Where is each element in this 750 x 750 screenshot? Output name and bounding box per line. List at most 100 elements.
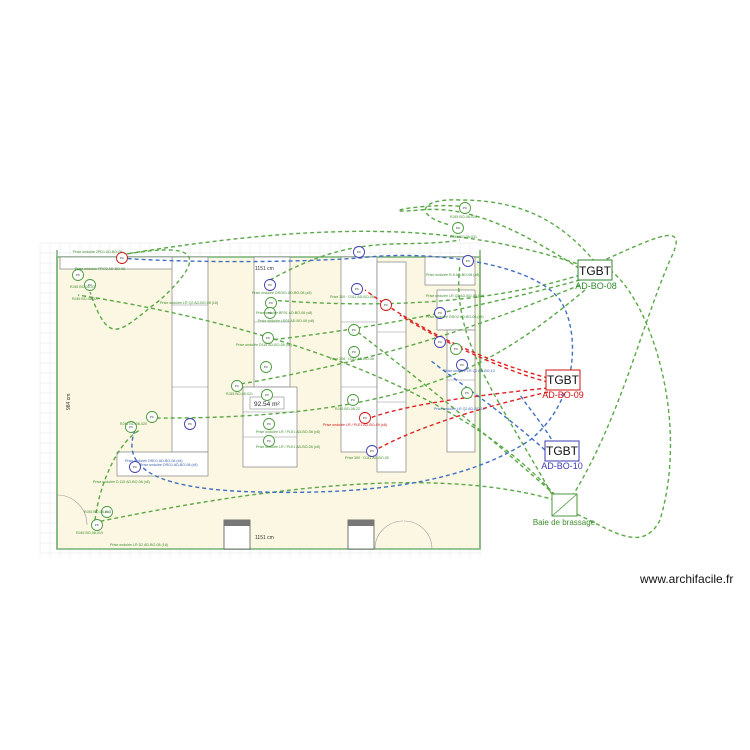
outlet-symbol-icon[interactable]	[347, 394, 359, 406]
outlet-symbol-icon[interactable]	[263, 435, 275, 447]
outlet-label: Prise ondulée DRO01 AD-BO-08 (x8)	[252, 291, 312, 295]
outlet-label: Prise ondulée R-5 AD-BO-08 (x8)	[426, 273, 479, 277]
outlet-symbol-code: PC	[352, 350, 357, 354]
panel-box	[544, 440, 580, 462]
outlet-symbol-icon[interactable]	[359, 412, 371, 424]
outlet-symbol-code: PC	[266, 336, 271, 340]
outlet-symbol-icon[interactable]	[101, 506, 113, 518]
network-rack[interactable]: Baie de brassage	[533, 493, 596, 527]
cabinet-top	[224, 520, 250, 526]
outlet-symbol-code: PC	[466, 259, 471, 263]
outlet-symbol-icon[interactable]	[263, 418, 275, 430]
circuit-wire	[94, 429, 141, 521]
outlet-symbol-icon[interactable]	[348, 346, 360, 358]
circuit-wire	[564, 269, 672, 539]
panel-name: TGBT	[579, 264, 612, 278]
outlet-symbol-code: PC	[95, 523, 100, 527]
circuit-wire	[269, 239, 461, 281]
outlet-symbol-icon[interactable]	[231, 380, 243, 392]
outlet-labels: Prise ondulée 2PD1 AD-BO-08 Prise ondulé…	[70, 215, 495, 547]
outlet-symbol-code: PC	[267, 422, 272, 426]
outlet-symbol-icon[interactable]	[262, 332, 274, 344]
outlet-symbol-code: PC	[384, 303, 389, 307]
outlet-symbol-icon[interactable]	[264, 307, 276, 319]
outlet-symbol-icon[interactable]	[184, 418, 196, 430]
outlet-label: RJ45 BO-08-028	[450, 215, 477, 219]
outlet-symbol-icon[interactable]	[353, 246, 365, 258]
circuit-wire	[519, 394, 556, 446]
outlet-label: Prise 306 · D111 AD-BO-08	[330, 357, 374, 361]
outlet-label: Prise ondulée LR / PLE1 AD-BO-08 (x8)	[256, 430, 320, 434]
panel-code: AD-BO-08	[575, 281, 617, 291]
outlet-symbol-icon[interactable]	[125, 421, 137, 433]
outlet-symbol-icon[interactable]	[91, 519, 103, 531]
outlet-symbol-icon[interactable]	[434, 336, 446, 348]
outlet-label: Prise ondulée LR / PLE1 AD-BO-09 (x8)	[323, 423, 387, 427]
outlet-symbol-code: PC	[465, 391, 470, 395]
outlet-label: RJ45 BO-08-019	[76, 531, 103, 535]
outlet-symbol-icon[interactable]	[351, 283, 363, 295]
outlet-symbol-code: PC	[76, 273, 81, 277]
watermark: www.archifacile.fr	[640, 572, 734, 586]
circuit-wire	[399, 314, 549, 383]
rack-label: Baie de brassage	[533, 518, 596, 527]
outlet-symbol-code: PC	[438, 311, 443, 315]
circuit-wire	[96, 482, 556, 523]
outlet-symbol-code: PC	[460, 363, 465, 367]
outlet-symbol-code: PC	[454, 347, 459, 351]
outlet-symbol-icon[interactable]	[456, 359, 468, 371]
circuit-wire	[119, 230, 591, 269]
circuit-wire	[424, 199, 596, 263]
outlet-symbol-icon[interactable]	[146, 411, 158, 423]
outlet-symbol-code: PC	[463, 206, 468, 210]
outlet-symbol-icon[interactable]	[366, 445, 378, 457]
outlet-label: Prise ondulée PRO2 AD-BO-08	[75, 267, 125, 271]
outlet-symbol-code: PC	[235, 384, 240, 388]
outlet-symbol-code: PC	[129, 425, 134, 429]
outlet-label: Prise ondulée D 115 AD-BO-08 (x8)	[93, 480, 150, 484]
outlet-symbol-code: PC	[363, 416, 368, 420]
outlet-label: Prise ondulée DRO2 AD-BO-08 (x8)	[426, 315, 484, 319]
height-dimension: 984 cm	[66, 394, 72, 410]
panel-ad-bo-08[interactable]: TGBT AD-BO-08	[575, 259, 617, 291]
outlet-label: Prise 300 · D111 AD-BO-09	[345, 456, 389, 460]
outlet-symbol-code: PC	[456, 226, 461, 230]
outlet-symbol-code: PC	[133, 465, 138, 469]
outlet-symbol-icon[interactable]	[260, 361, 272, 373]
outlet-symbol-icon[interactable]	[348, 324, 360, 336]
circuit-wire	[371, 391, 549, 453]
circuit-wire	[354, 329, 556, 496]
door-left	[56, 494, 88, 526]
outlet-symbol-icon[interactable]	[434, 307, 446, 319]
panel-box	[577, 259, 613, 281]
outlet-symbol-code: PC	[268, 311, 273, 315]
outlet-symbol-icon[interactable]	[116, 252, 128, 264]
outlet-symbol-code: PC	[355, 287, 360, 291]
circuit-wire	[234, 284, 581, 386]
panel-ad-bo-10[interactable]: TGBT AD-BO-10	[541, 440, 583, 471]
outlet-symbol-icon[interactable]	[452, 222, 464, 234]
outlet-label: RJ45 BO-08-03	[70, 285, 95, 289]
outlet-symbol-icon[interactable]	[261, 389, 273, 401]
outlet-symbol-icon[interactable]	[461, 387, 473, 399]
circuit-wire	[397, 204, 586, 273]
outlet-symbol-icon[interactable]	[462, 255, 474, 267]
outlet-symbol-icon[interactable]	[380, 299, 392, 311]
door-double-left	[374, 520, 404, 550]
outlet-symbol-icon[interactable]	[72, 269, 84, 281]
outlet-symbol-icon[interactable]	[264, 279, 276, 291]
outlet-symbol-icon[interactable]	[84, 279, 96, 291]
outlet-label: RJ45 BO-08-021	[226, 392, 253, 396]
circuit-wire	[364, 387, 549, 421]
outlet-label: RJ45 BO-08-22	[335, 407, 360, 411]
outlet-symbol-icon[interactable]	[459, 202, 471, 214]
outlet-symbol-icon[interactable]	[129, 461, 141, 473]
outlet-symbol-icon[interactable]	[450, 343, 462, 355]
circuit-wire	[569, 234, 677, 501]
circuit-wire	[269, 279, 581, 341]
outlet-label: RJ45 BO-08-020	[120, 422, 147, 426]
cabinet-top	[348, 520, 374, 526]
outlet-label: Prise ondulée LR Q2 AD-BO-08 (18)	[160, 301, 218, 305]
panel-ad-bo-09[interactable]: TGBT AD-BO-09	[542, 369, 584, 400]
outlet-symbol-code: PC	[357, 250, 362, 254]
